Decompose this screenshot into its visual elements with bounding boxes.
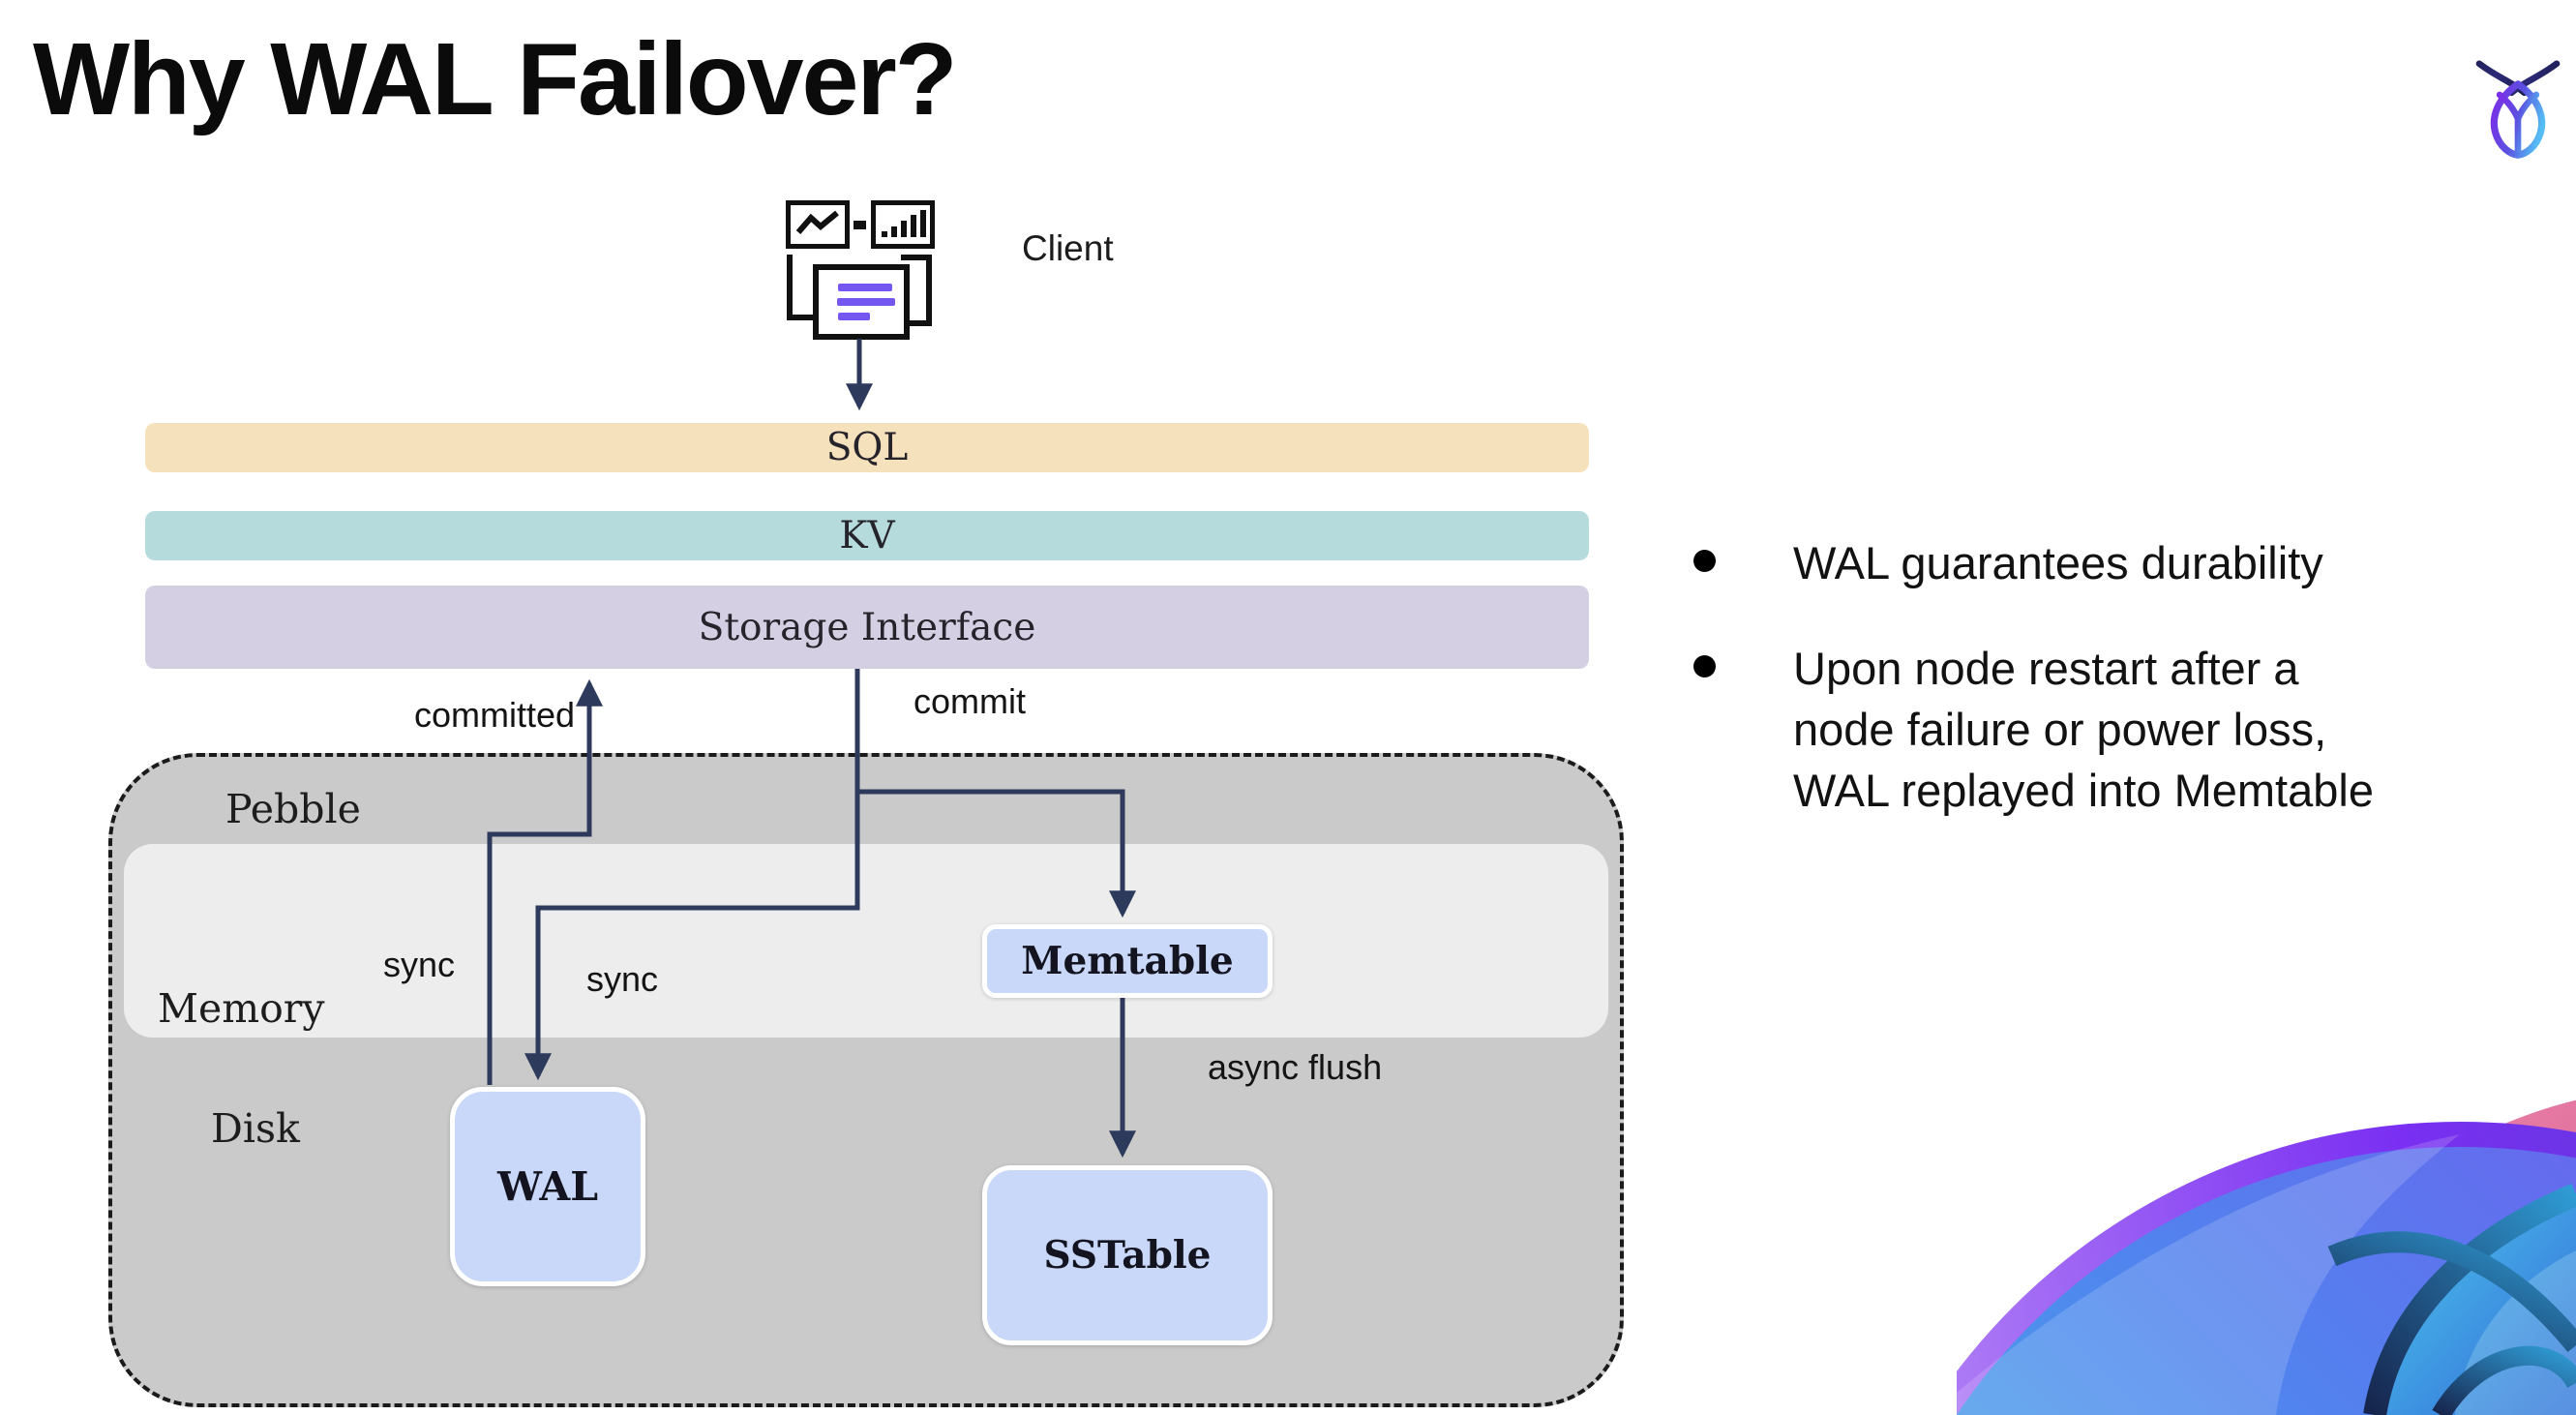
page-title: Why WAL Failover? bbox=[33, 22, 957, 136]
storage-interface-layer-bar: Storage Interface bbox=[145, 586, 1589, 669]
left-bracket-icon bbox=[787, 255, 818, 320]
list-item: WAL guarantees durability bbox=[1693, 532, 2526, 593]
right-bracket-icon bbox=[901, 255, 932, 326]
bullet-text: WAL guarantees durability bbox=[1793, 532, 2323, 593]
bullet-dot-icon bbox=[1693, 655, 1716, 677]
memory-region bbox=[124, 844, 1608, 1038]
memory-label: Memory bbox=[158, 985, 325, 1032]
memtable-box: Memtable bbox=[982, 924, 1273, 998]
disk-label: Disk bbox=[211, 1105, 300, 1152]
document-text-line bbox=[837, 298, 895, 306]
sql-layer-bar: SQL bbox=[145, 423, 1589, 472]
pebble-label: Pebble bbox=[225, 786, 361, 832]
committed-arrow-label: committed bbox=[414, 695, 576, 735]
bullet-line: Upon node restart after a bbox=[1793, 643, 2299, 694]
dash-connector-icon bbox=[854, 221, 866, 229]
bullet-list: WAL guarantees durability Upon node rest… bbox=[1693, 532, 2526, 821]
bullet-line: WAL replayed into Memtable bbox=[1793, 765, 2374, 816]
kv-layer-bar: KV bbox=[145, 511, 1589, 560]
sync-right-arrow-label: sync bbox=[586, 959, 659, 999]
bullet-dot-icon bbox=[1693, 550, 1716, 572]
bullet-line: WAL guarantees durability bbox=[1793, 537, 2323, 588]
sync-left-arrow-label: sync bbox=[383, 945, 456, 984]
bar-chart-monitor-icon bbox=[871, 200, 935, 249]
list-item: Upon node restart after a node failure o… bbox=[1693, 638, 2526, 821]
bullet-text: Upon node restart after a node failure o… bbox=[1793, 638, 2374, 821]
client-label: Client bbox=[1022, 228, 1114, 268]
bullet-line: node failure or power loss, bbox=[1793, 704, 2327, 755]
document-text-line bbox=[838, 313, 870, 320]
sstable-box: SSTable bbox=[982, 1165, 1273, 1345]
line-chart-monitor-icon bbox=[786, 200, 850, 249]
commit-arrow-label: commit bbox=[914, 681, 1026, 721]
client-workload-icon bbox=[784, 198, 977, 344]
cockroachdb-logo-icon bbox=[2475, 60, 2561, 159]
async-flush-arrow-label: async flush bbox=[1208, 1047, 1383, 1087]
brand-corner-art-icon bbox=[1957, 1099, 2576, 1415]
document-text-line bbox=[838, 284, 892, 291]
document-icon bbox=[813, 264, 910, 340]
wal-box: WAL bbox=[450, 1087, 645, 1286]
